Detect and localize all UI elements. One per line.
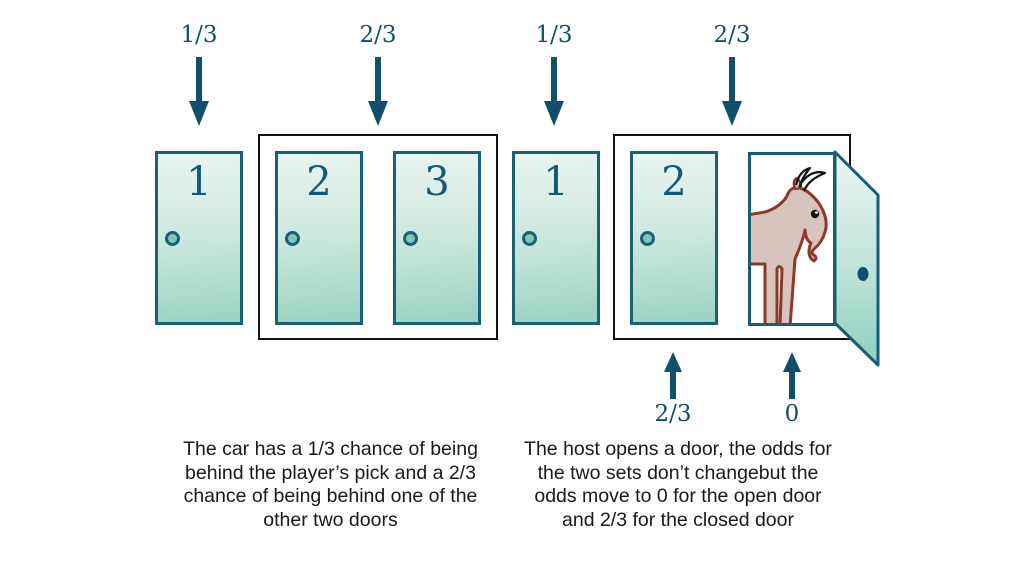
up-arrow-icon xyxy=(783,352,801,399)
stage2-group-prob-label: 2/3 xyxy=(713,22,751,48)
door-number: 1 xyxy=(543,159,569,205)
stage1-door-1: 1 xyxy=(155,151,243,325)
goat-icon xyxy=(751,166,828,323)
stage2-open-doorway xyxy=(748,152,836,326)
door-knob-icon xyxy=(522,231,537,246)
door-number: 2 xyxy=(661,159,687,205)
stage2-pick-prob-label: 1/3 xyxy=(535,22,573,48)
open-door-leaf-icon xyxy=(833,150,880,367)
down-arrow-icon xyxy=(368,57,388,126)
door-knob-icon xyxy=(165,231,180,246)
door-number: 2 xyxy=(306,159,332,205)
stage1-group-box xyxy=(258,134,498,340)
door-number: 3 xyxy=(424,159,450,205)
stage1-pick-prob-label: 1/3 xyxy=(180,22,218,48)
caption-stage1: The car has a 1/3 chance of being behind… xyxy=(183,438,478,531)
door-knob-icon xyxy=(285,231,300,246)
down-arrow-icon xyxy=(189,57,209,126)
down-arrow-icon xyxy=(722,57,742,126)
stage1-door-2: 2 xyxy=(275,151,363,325)
door-number: 1 xyxy=(186,159,212,205)
door-knob-icon xyxy=(403,231,418,246)
stage2-closed-door-prob-label: 2/3 xyxy=(654,401,692,427)
stage1-door-3: 3 xyxy=(393,151,481,325)
caption-stage2: The host opens a door, the odds for the … xyxy=(524,438,832,531)
door-knob-icon xyxy=(640,231,655,246)
stage1-group-prob-label: 2/3 xyxy=(359,22,397,48)
up-arrow-icon xyxy=(664,352,682,399)
down-arrow-icon xyxy=(544,57,564,126)
stage2-open-door-prob-label: 0 xyxy=(784,401,800,427)
stage2-door-2: 2 xyxy=(630,151,718,325)
stage2-door-1: 1 xyxy=(512,151,600,325)
